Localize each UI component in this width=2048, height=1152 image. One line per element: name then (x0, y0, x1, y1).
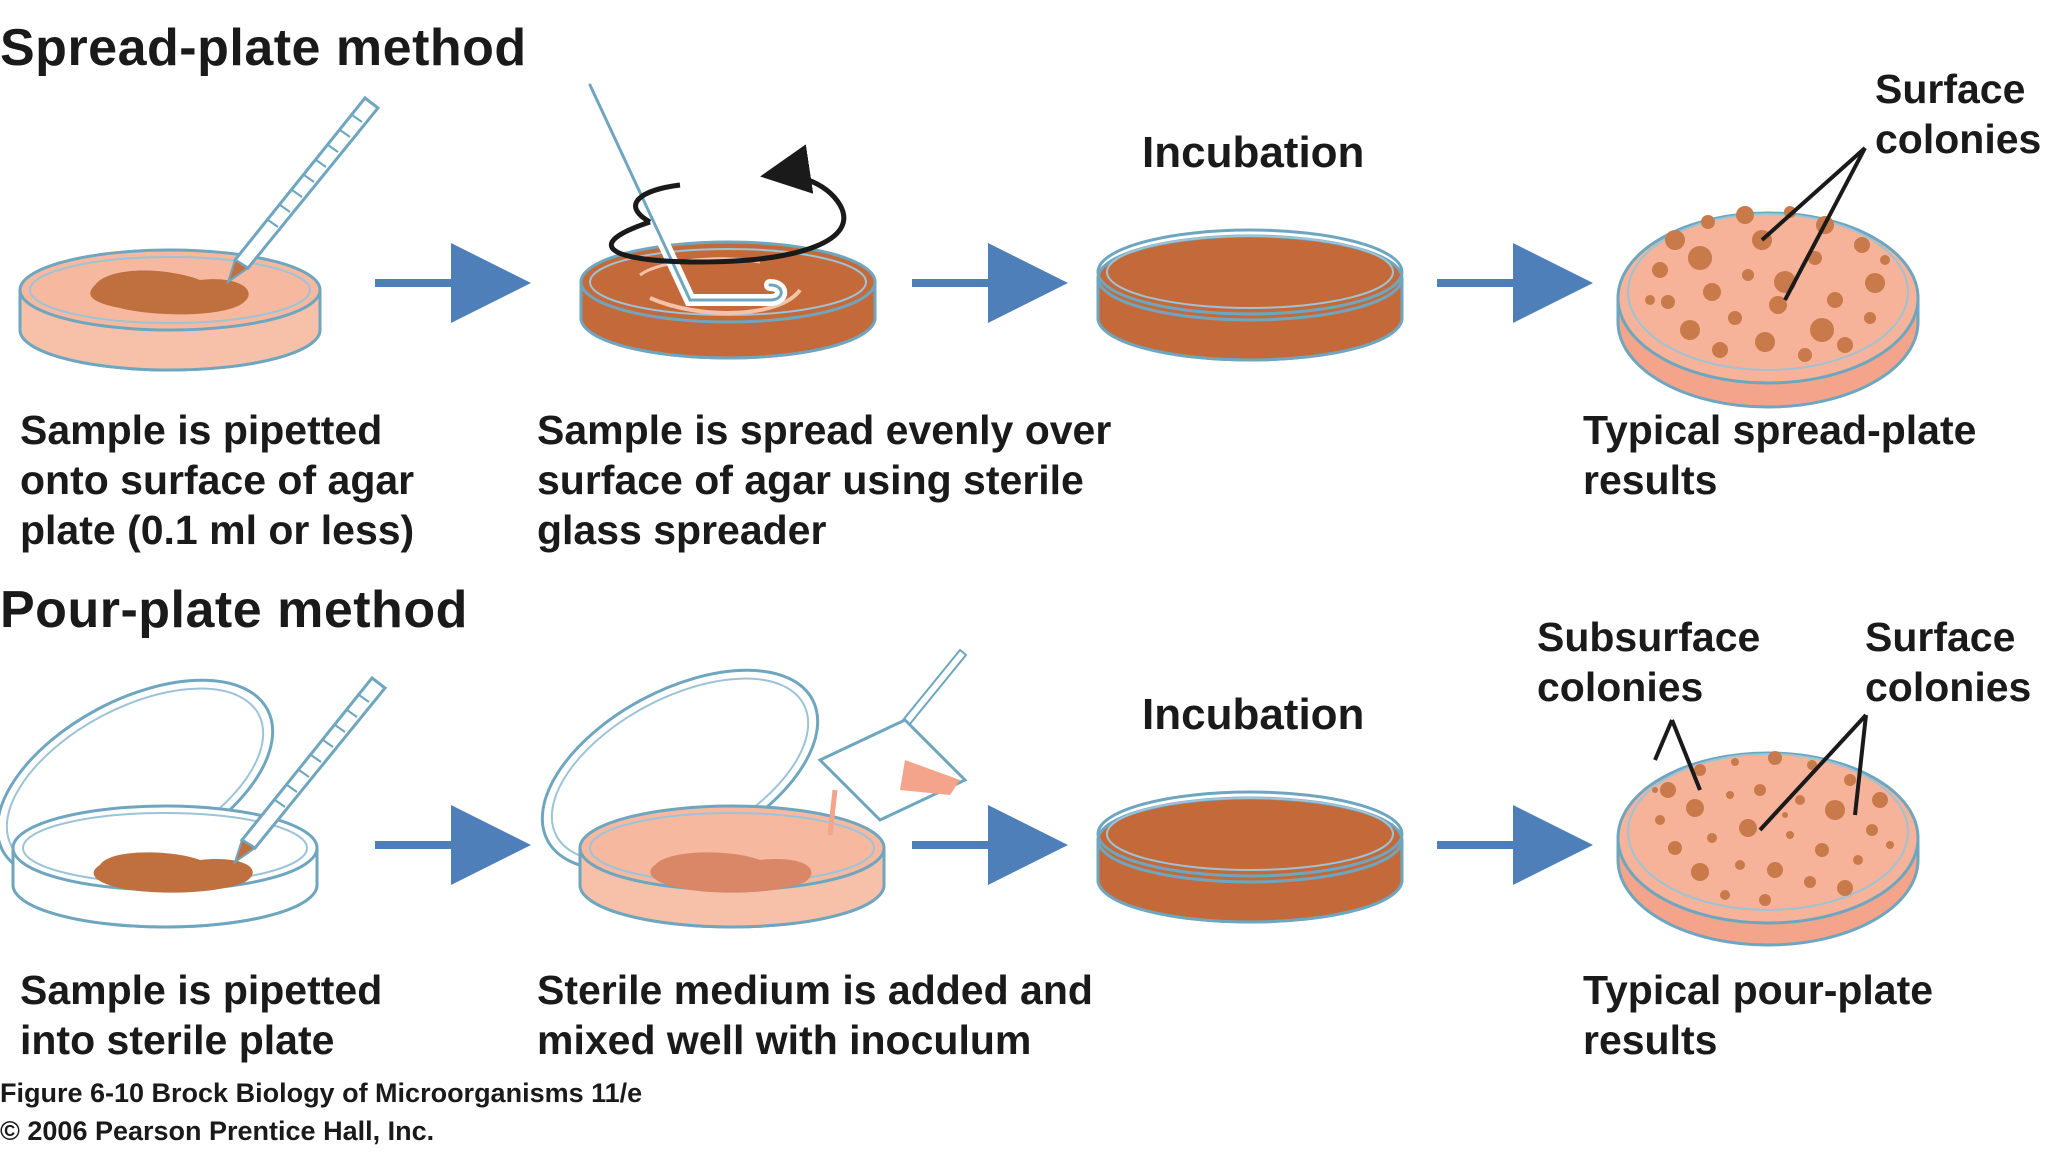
credit-line: Figure 6-10 Brock Biology of Microorgani… (0, 1078, 643, 1108)
caption-line: mixed well with inoculum (537, 1017, 1032, 1063)
label-line: Surface (1875, 66, 2026, 112)
glass-spreader-icon (584, 79, 788, 306)
pour-plate-heading: Pour-plate method (0, 581, 468, 639)
pipette-icon (233, 675, 388, 865)
caption-line: results (1583, 457, 1718, 503)
caption-line: surface of agar using sterile (537, 457, 1084, 503)
colonies-pour (1652, 751, 1894, 906)
pour-plate-3 (1096, 790, 1404, 924)
spread-plate-3 (1096, 228, 1404, 362)
flask-icon (817, 648, 968, 836)
caption-line: into sterile plate (20, 1017, 335, 1063)
spread-result-caption: Typical spread-plate results (1583, 405, 1976, 505)
credit-line: © 2006 Pearson Prentice Hall, Inc. (0, 1116, 435, 1146)
spread-step1-caption: Sample is pipetted onto surface of agar … (20, 405, 414, 555)
caption-line: Sample is spread evenly over (537, 407, 1112, 453)
caption-line: Sample is pipetted (20, 967, 383, 1013)
spread-step2-caption: Sample is spread evenly over surface of … (537, 405, 1111, 555)
caption-line: Sample is pipetted (20, 407, 383, 453)
pour-plate-1 (0, 675, 388, 929)
spread-plate-2 (579, 79, 877, 360)
pour-plate-4 (1616, 713, 1920, 947)
figure-credit: Figure 6-10 Brock Biology of Microorgani… (0, 1074, 642, 1150)
label-line: colonies (1865, 664, 2032, 710)
caption-line: Typical spread-plate (1583, 407, 1977, 453)
rotation-arrow-icon (608, 144, 847, 265)
caption-line: glass spreader (537, 507, 827, 553)
caption-line: Sterile medium is added and (537, 967, 1093, 1013)
caption-line: results (1583, 1017, 1718, 1063)
label-line: colonies (1875, 116, 2042, 162)
caption-line: Typical pour-plate (1583, 967, 1934, 1013)
pour-subsurface-colonies-label: Subsurface colonies (1537, 612, 1760, 712)
caption-line: onto surface of agar (20, 457, 415, 503)
pour-plate-2 (540, 648, 968, 929)
spread-surface-colonies-label: Surface colonies (1875, 64, 2041, 164)
label-line: colonies (1537, 664, 1704, 710)
spread-plate-4 (1616, 146, 1920, 409)
pour-step1-caption: Sample is pipetted into sterile plate (20, 965, 382, 1065)
pipette-icon (226, 95, 381, 285)
pour-step2-caption: Sterile medium is added and mixed well w… (537, 965, 1093, 1065)
pour-result-caption: Typical pour-plate results (1583, 965, 1933, 1065)
spread-plate-heading: Spread-plate method (0, 19, 527, 77)
spread-plate-1 (18, 95, 381, 372)
surface-colonies-spread (1645, 206, 1890, 362)
spread-incubation-label: Incubation (1142, 128, 1365, 177)
caption-line: plate (0.1 ml or less) (20, 507, 415, 553)
label-line: Subsurface (1537, 614, 1761, 660)
pour-incubation-label: Incubation (1142, 690, 1365, 739)
label-line: Surface (1865, 614, 2016, 660)
pour-surface-colonies-label: Surface colonies (1865, 612, 2031, 712)
